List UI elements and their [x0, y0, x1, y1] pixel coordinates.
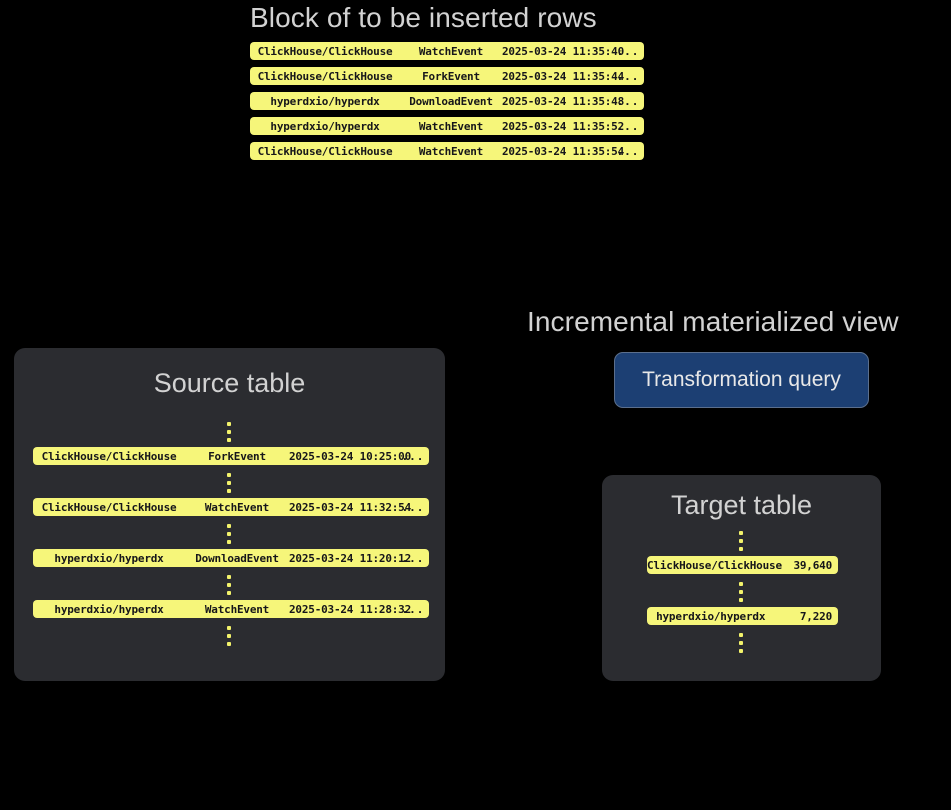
- block-row: hyperdxio/hyperdx DownloadEvent 2025-03-…: [250, 92, 644, 110]
- source-row: hyperdxio/hyperdx DownloadEvent 2025-03-…: [33, 549, 429, 567]
- row-timestamp: 2025-03-24 11:35:40: [502, 44, 625, 58]
- ellipsis-icon: [739, 531, 743, 551]
- target-row: ClickHouse/ClickHouse 39,640: [647, 556, 838, 574]
- row-more: ...: [401, 602, 425, 616]
- row-repo: hyperdxio/hyperdx: [270, 94, 380, 108]
- block-row: ClickHouse/ClickHouse ForkEvent 2025-03-…: [250, 67, 644, 85]
- row-repo: ClickHouse/ClickHouse: [257, 144, 393, 158]
- row-repo: ClickHouse/ClickHouse: [257, 69, 393, 83]
- ellipsis-icon: [739, 633, 743, 653]
- block-row: hyperdxio/hyperdx WatchEvent 2025-03-24 …: [250, 117, 644, 135]
- row-repo: hyperdxio/hyperdx: [656, 609, 766, 623]
- materialized-view-title: Incremental materialized view: [527, 306, 899, 337]
- row-timestamp: 2025-03-24 11:35:44: [502, 69, 625, 83]
- ellipsis-icon: [227, 524, 231, 544]
- row-more: ...: [401, 551, 425, 565]
- source-row: ClickHouse/ClickHouse ForkEvent 2025-03-…: [33, 447, 429, 465]
- row-repo: hyperdxio/hyperdx: [270, 119, 380, 133]
- target-row: hyperdxio/hyperdx 7,220: [647, 607, 838, 625]
- row-event: ForkEvent: [208, 449, 266, 463]
- target-table-panel: Target table ClickHouse/ClickHouse 39,64…: [602, 475, 881, 681]
- row-more: ...: [616, 94, 640, 108]
- row-event: WatchEvent: [418, 44, 484, 58]
- row-timestamp: 2025-03-24 11:28:32: [289, 602, 412, 616]
- source-table-panel: Source table ClickHouse/ClickHouse ForkE…: [14, 348, 445, 681]
- row-repo: ClickHouse/ClickHouse: [41, 449, 177, 463]
- block-title: Block of to be inserted rows: [250, 2, 597, 33]
- row-repo: hyperdxio/hyperdx: [54, 602, 164, 616]
- row-event: WatchEvent: [418, 119, 484, 133]
- row-event: WatchEvent: [204, 602, 270, 616]
- row-value: 7,220: [799, 609, 832, 623]
- row-event: ForkEvent: [422, 69, 480, 83]
- row-event: WatchEvent: [418, 144, 484, 158]
- row-value: 39,640: [793, 558, 832, 572]
- row-repo: ClickHouse/ClickHouse: [257, 44, 393, 58]
- row-more: ...: [616, 44, 640, 58]
- transformation-query-box[interactable]: Transformation query: [614, 352, 869, 408]
- row-repo: ClickHouse/ClickHouse: [41, 500, 177, 514]
- row-timestamp: 2025-03-24 11:35:48: [502, 94, 625, 108]
- row-more: ...: [401, 449, 425, 463]
- ellipsis-icon: [227, 575, 231, 595]
- target-table-title: Target table: [670, 490, 813, 520]
- ellipsis-icon: [739, 582, 743, 602]
- row-timestamp: 2025-03-24 10:25:00: [289, 449, 412, 463]
- source-table-title: Source table: [153, 368, 306, 398]
- ellipsis-icon: [227, 626, 231, 646]
- row-timestamp: 2025-03-24 11:20:12: [289, 551, 412, 565]
- row-more: ...: [616, 119, 640, 133]
- row-more: ...: [401, 500, 425, 514]
- row-event: DownloadEvent: [195, 551, 279, 565]
- block-row: ClickHouse/ClickHouse WatchEvent 2025-03…: [250, 42, 644, 60]
- source-row: ClickHouse/ClickHouse WatchEvent 2025-03…: [33, 498, 429, 516]
- ellipsis-icon: [227, 473, 231, 493]
- row-repo: ClickHouse/ClickHouse: [647, 558, 782, 572]
- block-row: ClickHouse/ClickHouse WatchEvent 2025-03…: [250, 142, 644, 160]
- row-more: ...: [616, 69, 640, 83]
- row-event: DownloadEvent: [409, 94, 493, 108]
- row-event: WatchEvent: [204, 500, 270, 514]
- row-timestamp: 2025-03-24 11:32:54: [289, 500, 412, 514]
- row-timestamp: 2025-03-24 11:35:52: [502, 119, 625, 133]
- source-row: hyperdxio/hyperdx WatchEvent 2025-03-24 …: [33, 600, 429, 618]
- row-repo: hyperdxio/hyperdx: [54, 551, 164, 565]
- ellipsis-icon: [227, 422, 231, 442]
- row-more: ...: [616, 144, 640, 158]
- row-timestamp: 2025-03-24 11:35:54: [502, 144, 625, 158]
